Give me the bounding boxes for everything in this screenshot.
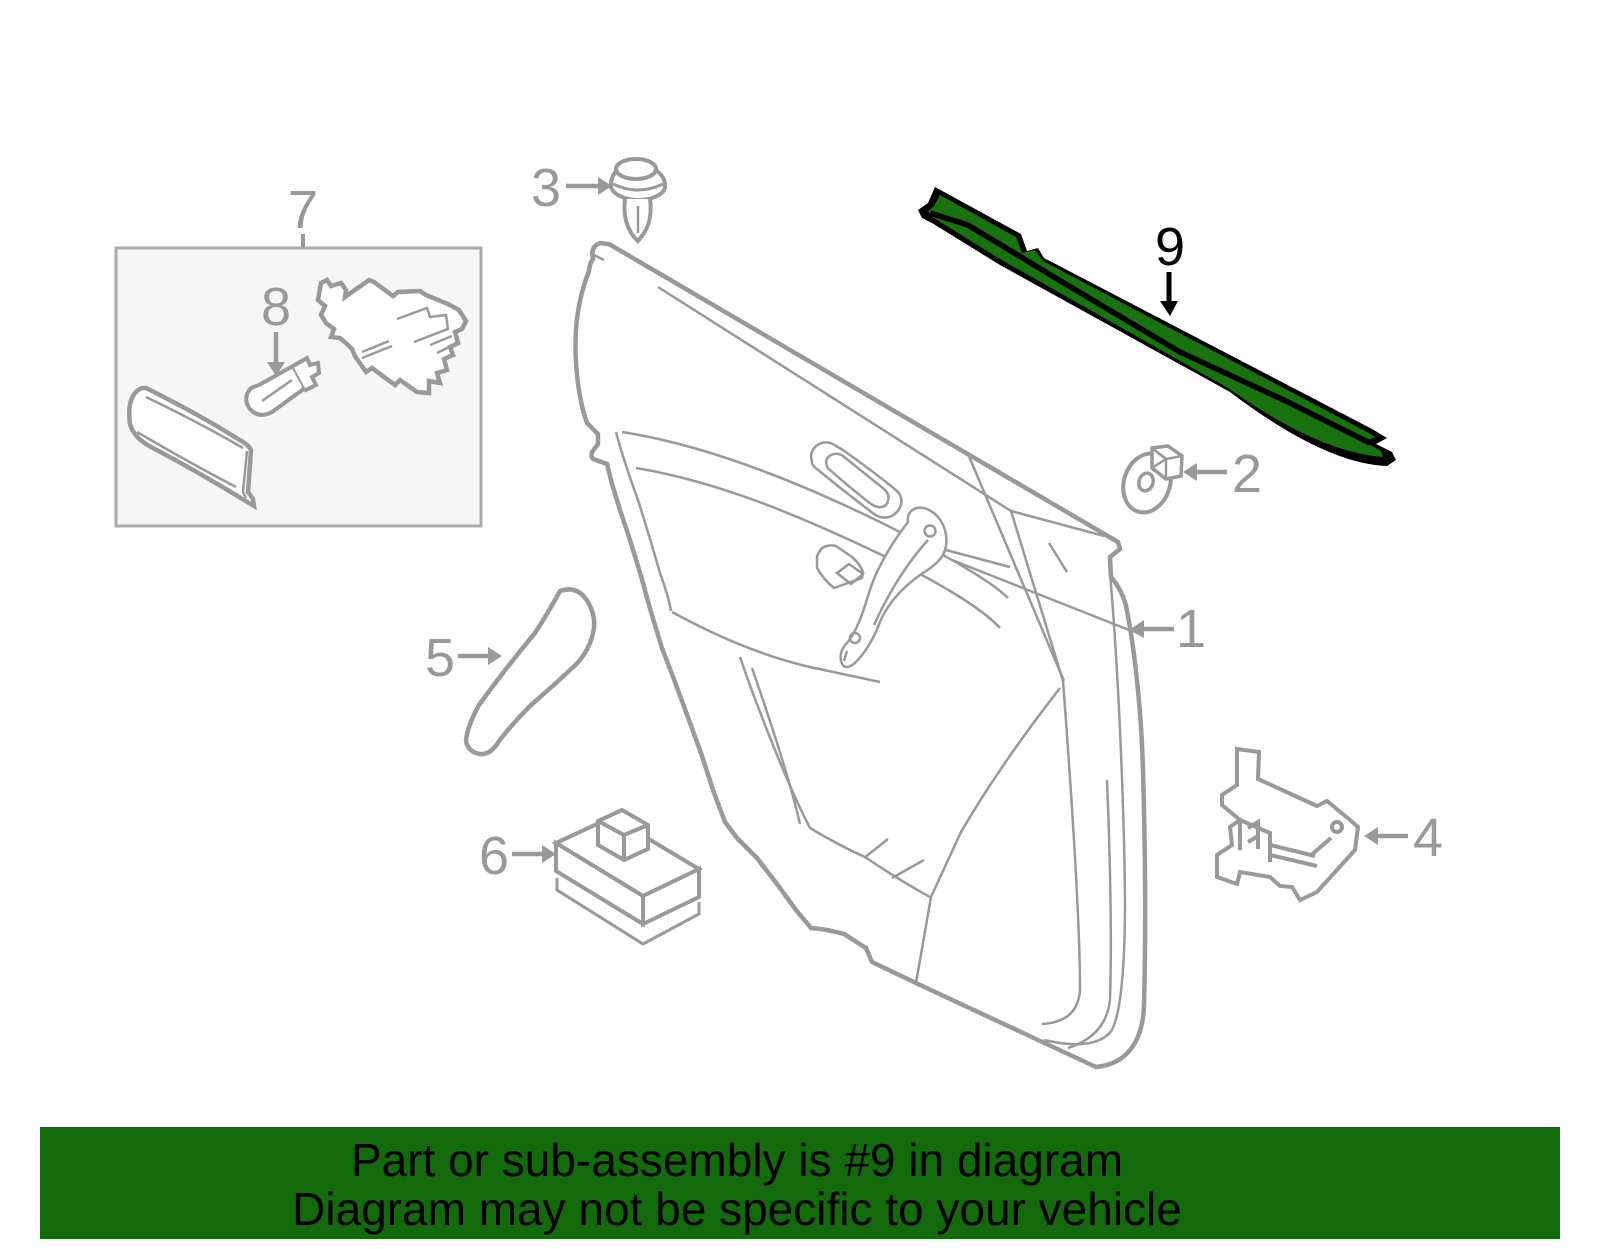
svg-text:7: 7 [288,180,318,240]
svg-text:1: 1 [1176,599,1206,659]
svg-text:9: 9 [1155,217,1185,277]
svg-text:4: 4 [1413,808,1443,868]
svg-text:8: 8 [261,277,291,337]
svg-text:6: 6 [479,826,509,886]
svg-text:3: 3 [531,158,561,218]
svg-text:5: 5 [425,628,455,688]
svg-text:2: 2 [1232,444,1262,504]
